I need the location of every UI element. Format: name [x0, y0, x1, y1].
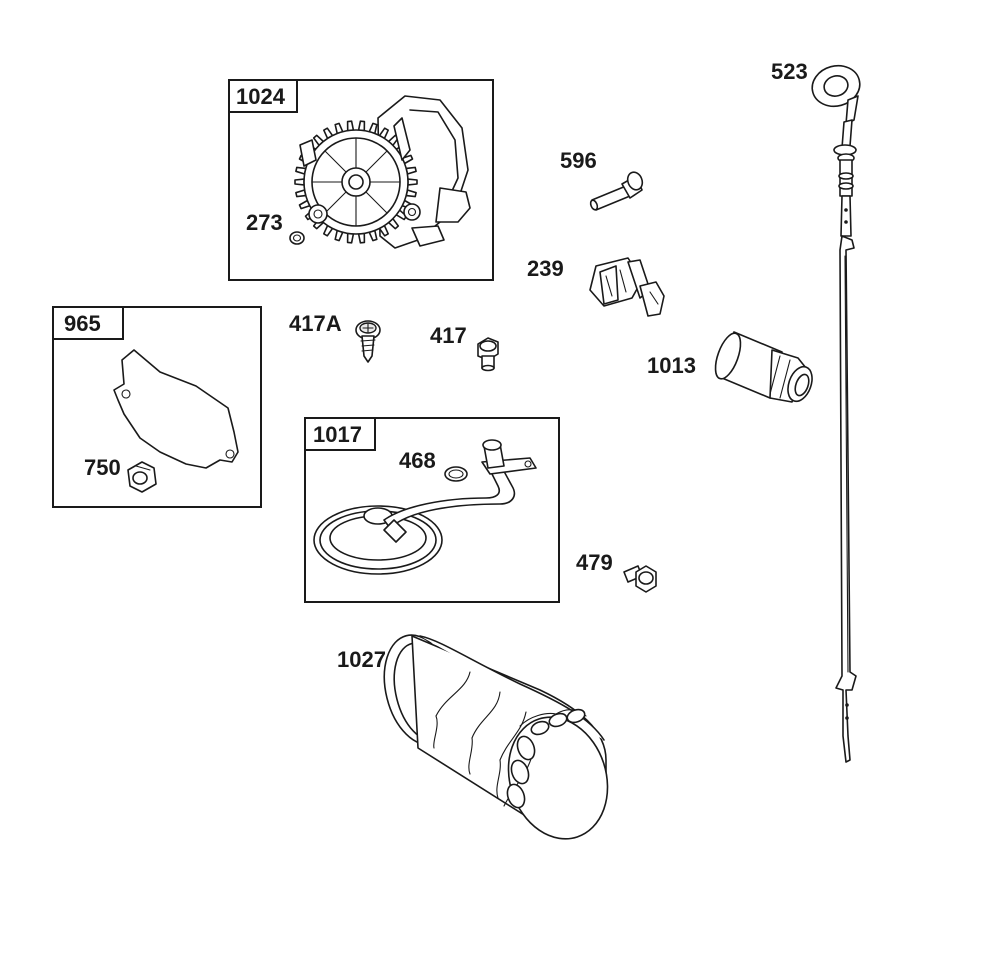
group-1017: 1017 468 [304, 417, 560, 603]
callout-523[interactable]: 523 [771, 59, 808, 84]
oil-pressure-switch-icon[interactable] [589, 257, 665, 317]
part-417A: 417A [289, 311, 381, 363]
callout-1017[interactable]: 1017 [313, 422, 362, 447]
oil-pickup-screen-icon[interactable] [313, 439, 537, 575]
callout-1027[interactable]: 1027 [337, 647, 386, 672]
o-ring-273-inner [292, 234, 302, 242]
oil-filter-icon[interactable] [373, 627, 622, 851]
group-1024: 1024 273 [228, 79, 494, 281]
group-965-tag [52, 306, 124, 340]
part-417: 417 [430, 323, 499, 372]
callout-965[interactable]: 965 [64, 311, 101, 336]
callout-417[interactable]: 417 [430, 323, 467, 348]
part-479: 479 [576, 550, 657, 593]
group-965-frame [52, 306, 262, 508]
group-1024-frame [228, 79, 494, 281]
part-1013: 1013 [647, 330, 816, 405]
group-965: 965 750 [52, 306, 262, 508]
screw-417A-icon[interactable] [355, 320, 381, 363]
bolt-596-icon[interactable] [589, 170, 645, 211]
bolt-750-icon[interactable] [127, 461, 157, 493]
callout-479[interactable]: 479 [576, 550, 613, 575]
group-1024-tag [228, 79, 298, 113]
bolt-479-icon[interactable] [623, 565, 657, 593]
dipstick-icon[interactable] [808, 60, 865, 763]
group-1017-frame [304, 417, 560, 603]
o-ring-468[interactable] [444, 466, 468, 482]
gear-tooth [407, 178, 418, 186]
o-ring-273[interactable] [289, 231, 305, 245]
callout-239[interactable]: 239 [527, 256, 564, 281]
callout-596[interactable]: 596 [560, 148, 597, 173]
gear-tooth [346, 232, 355, 244]
part-1027: 1027 [337, 627, 622, 851]
oil-pump-gear-icon[interactable] [294, 95, 471, 249]
gear-tooth [357, 232, 366, 244]
callout-750[interactable]: 750 [84, 455, 121, 480]
callout-1024[interactable]: 1024 [236, 84, 286, 109]
group-1017-tag [304, 417, 376, 451]
part-523: 523 [771, 59, 865, 763]
cover-gasket-icon[interactable] [113, 349, 239, 469]
o-ring-468-inner [448, 469, 464, 479]
gear-tooth [357, 120, 366, 132]
callout-417A[interactable]: 417A [289, 311, 342, 336]
part-239: 239 [527, 256, 665, 317]
gear-tooth [346, 120, 355, 132]
part-596: 596 [560, 148, 645, 211]
callout-468[interactable]: 468 [399, 448, 436, 473]
callout-1013[interactable]: 1013 [647, 353, 696, 378]
callout-273[interactable]: 273 [246, 210, 283, 235]
oil-filter-adapter-icon[interactable] [710, 330, 816, 405]
gear-tooth [294, 178, 305, 186]
bolt-417-icon[interactable] [477, 337, 499, 372]
